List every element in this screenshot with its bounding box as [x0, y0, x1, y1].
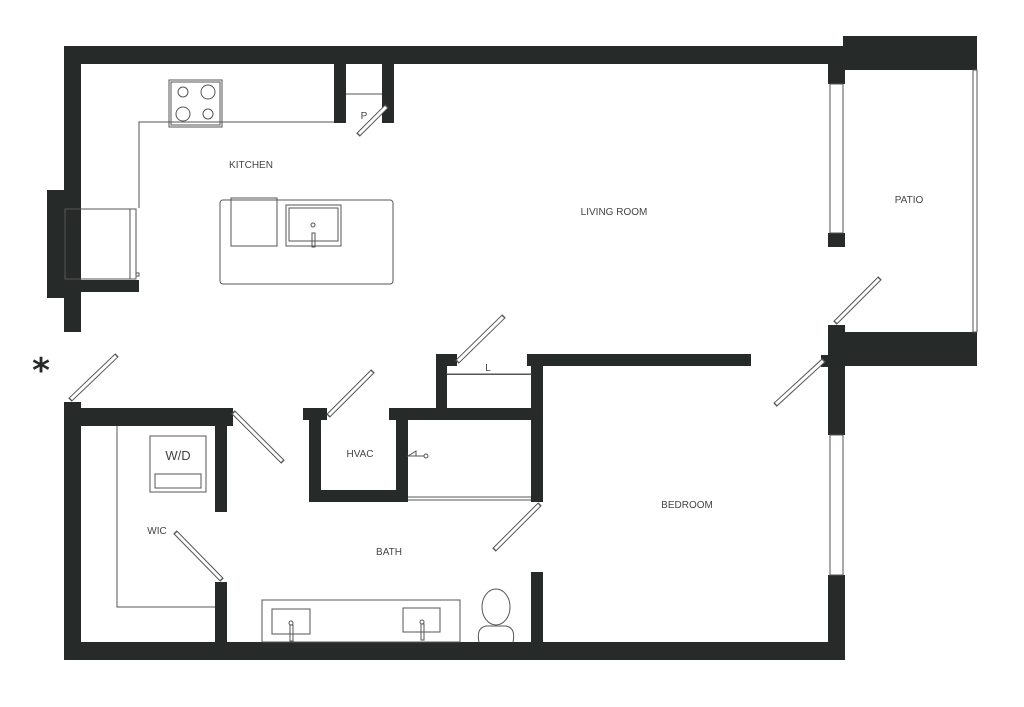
fixtures [64, 79, 532, 643]
doors [68, 104, 882, 582]
refrigerator [64, 208, 140, 280]
label-bedroom: BEDROOM [661, 500, 713, 511]
entry-marker-icon: * [32, 351, 50, 391]
walls [47, 36, 977, 660]
windows [829, 69, 978, 576]
label-pantry: P [361, 111, 368, 122]
label-washer-dryer: W/D [165, 448, 190, 463]
label-wic: WIC [147, 526, 166, 537]
kitchen-island [219, 197, 394, 285]
bath-vanity [261, 599, 461, 643]
label-hvac: HVAC [346, 449, 373, 460]
label-kitchen: KITCHEN [229, 160, 273, 171]
room-labels: KITCHEN LIVING ROOM PATIO L HVAC W/D WIC… [147, 111, 923, 558]
cooktop [168, 79, 223, 128]
label-patio: PATIO [895, 195, 924, 206]
washer-dryer [149, 435, 207, 493]
label-linen: L [485, 363, 491, 374]
label-living-room: LIVING ROOM [581, 207, 648, 218]
toilet [477, 588, 515, 643]
hvac-vent-icon [406, 450, 429, 459]
label-bath: BATH [376, 547, 402, 558]
